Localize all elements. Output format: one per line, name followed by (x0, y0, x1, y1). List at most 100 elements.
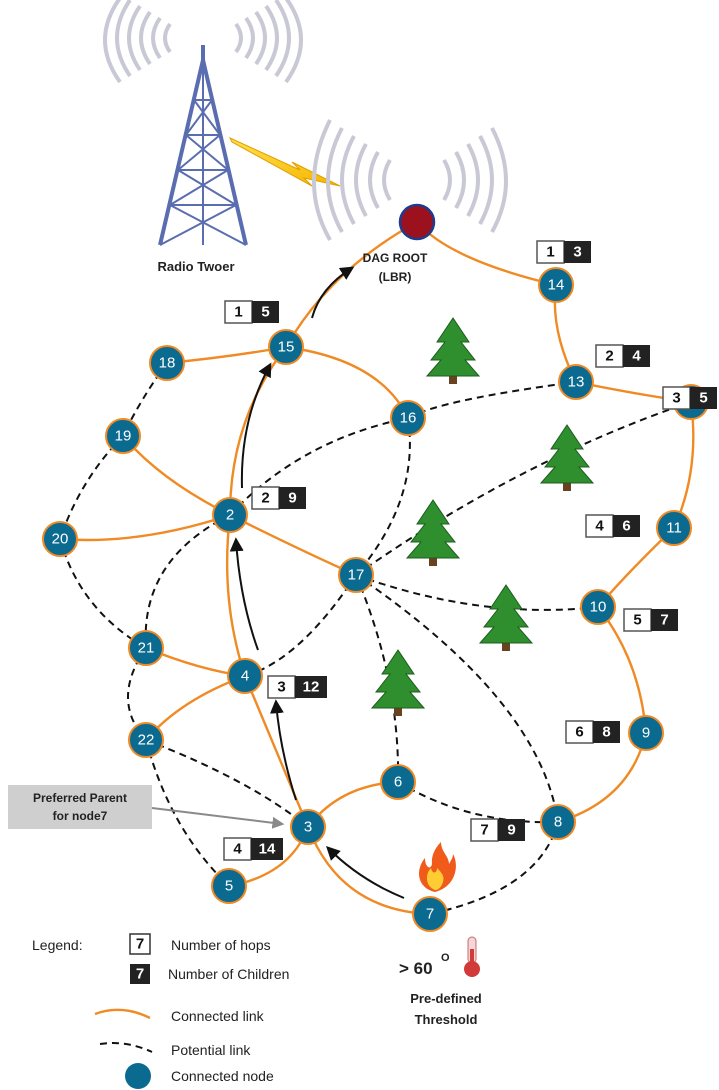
node-badge: 5 7 (623, 608, 678, 632)
node-label: 5 (225, 878, 233, 895)
children-count: 6 (622, 518, 630, 535)
connected-link (225, 514, 247, 677)
connected-link (416, 221, 557, 287)
network-node[interactable]: 18 (149, 345, 185, 381)
tree-icon (370, 649, 426, 716)
node-label: 10 (590, 599, 607, 616)
node-badge: 2 4 (595, 344, 650, 368)
node-label: 11 (666, 520, 682, 537)
thermometer-icon (464, 936, 480, 977)
connected-link (557, 732, 648, 824)
connected-link (284, 220, 418, 348)
network-node[interactable]: 2 (212, 497, 248, 533)
node-label: 16 (400, 410, 417, 427)
legend-connected-node-swatch (125, 1063, 151, 1089)
hops-count: 6 (575, 724, 583, 741)
connected-link (285, 345, 410, 419)
node-label: 17 (348, 567, 365, 584)
node-badge: 1 5 (224, 300, 279, 324)
connected-link (306, 826, 431, 916)
network-node[interactable]: 14 (538, 267, 574, 303)
network-node[interactable]: 6 (380, 764, 416, 800)
node-label: 4 (241, 668, 249, 685)
node-label: 3 (304, 819, 312, 836)
preferred-parent-label: Preferred Parent (33, 791, 127, 805)
threshold-value: > 60 (399, 959, 433, 978)
network-node[interactable]: 3 (290, 809, 326, 845)
potential-link (355, 417, 411, 576)
potential-link (397, 781, 559, 824)
node-label: 6 (394, 774, 402, 791)
network-node[interactable]: 4 (227, 658, 263, 694)
network-node[interactable]: 16 (390, 400, 426, 436)
network-node[interactable]: 7 (412, 896, 448, 932)
potential-link (145, 739, 230, 887)
legend-title: Legend: (32, 937, 83, 953)
node-label: 14 (548, 277, 565, 294)
legend-connected-link-swatch (94, 1008, 151, 1020)
legend-hops-sample: 7 (136, 936, 144, 953)
connected-links (59, 220, 695, 916)
tree-icon (478, 584, 534, 651)
threshold-label: Pre-defined (410, 991, 482, 1006)
lightning-bolt-icon (228, 136, 341, 187)
children-count: 8 (602, 724, 610, 741)
node-badge: 4 6 (585, 514, 640, 538)
legend-connected-link-label: Connected link (171, 1008, 265, 1024)
network-node[interactable]: 10 (580, 589, 616, 625)
children-count: 14 (259, 841, 276, 858)
network-node[interactable]: 17 (338, 557, 374, 593)
legend-hops-label: Number of hops (171, 937, 271, 953)
legend: Legend: 7 Number of hops 7 Number of Chi… (32, 933, 289, 1089)
tree-icon (425, 317, 481, 384)
hops-count: 7 (480, 822, 488, 839)
preferred-parent-label-sub: for node7 (53, 809, 108, 823)
network-node[interactable]: 15 (268, 329, 304, 365)
node-badge: 3 5 (662, 386, 717, 410)
legend-potential-link-label: Potential link (171, 1042, 251, 1058)
node-label: 20 (52, 531, 69, 548)
node-label: 21 (138, 640, 155, 657)
threshold-label-sub: Threshold (415, 1012, 478, 1027)
children-count: 9 (507, 822, 515, 839)
hops-count: 2 (261, 490, 269, 507)
connected-link (166, 345, 287, 365)
children-count: 5 (261, 304, 269, 321)
fire-icon (419, 842, 456, 892)
network-node[interactable]: 19 (105, 418, 141, 454)
hops-count: 5 (633, 612, 641, 629)
dag-root-node[interactable] (398, 203, 436, 241)
node-badge: 3 12 (267, 675, 327, 699)
parent-arrow (311, 266, 355, 319)
potential-link (355, 574, 559, 823)
radio-tower-icon (103, 0, 303, 246)
legend-potential-link-swatch (99, 1042, 153, 1053)
node-badge: 4 14 (223, 837, 283, 861)
network-node[interactable]: 5 (211, 868, 247, 904)
connected-link (228, 346, 287, 516)
children-count: 3 (573, 244, 581, 261)
network-node[interactable]: 22 (128, 722, 164, 758)
preferred-parent-callout: Preferred Parent for node7 (8, 785, 285, 829)
parent-arrows (229, 266, 405, 899)
node-label: 2 (226, 507, 234, 524)
hops-count: 1 (546, 244, 554, 261)
network-node[interactable]: 8 (540, 804, 576, 840)
network-node[interactable]: 11 (656, 510, 692, 546)
hops-count: 4 (595, 518, 604, 535)
parent-arrow (240, 362, 272, 489)
parent-arrow (326, 846, 405, 899)
node-label: 13 (568, 374, 585, 391)
node-label: 9 (642, 725, 650, 742)
badges: 1 3 1 5 2 4 3 5 2 9 4 6 5 (223, 240, 717, 861)
radio-tower-label: Radio Twoer (157, 259, 234, 274)
dag-root-label: DAG ROOT (363, 251, 428, 265)
nodes: 2 3 4 5 6 7 8 9 10 11 12 13 14 15 16 17 … (42, 267, 709, 932)
threshold-degree: O (441, 952, 450, 964)
network-node[interactable]: 9 (628, 715, 664, 751)
network-node[interactable]: 13 (558, 364, 594, 400)
connected-link (672, 401, 695, 529)
potential-link (59, 435, 124, 540)
network-node[interactable]: 20 (42, 521, 78, 557)
network-node[interactable]: 21 (128, 630, 164, 666)
